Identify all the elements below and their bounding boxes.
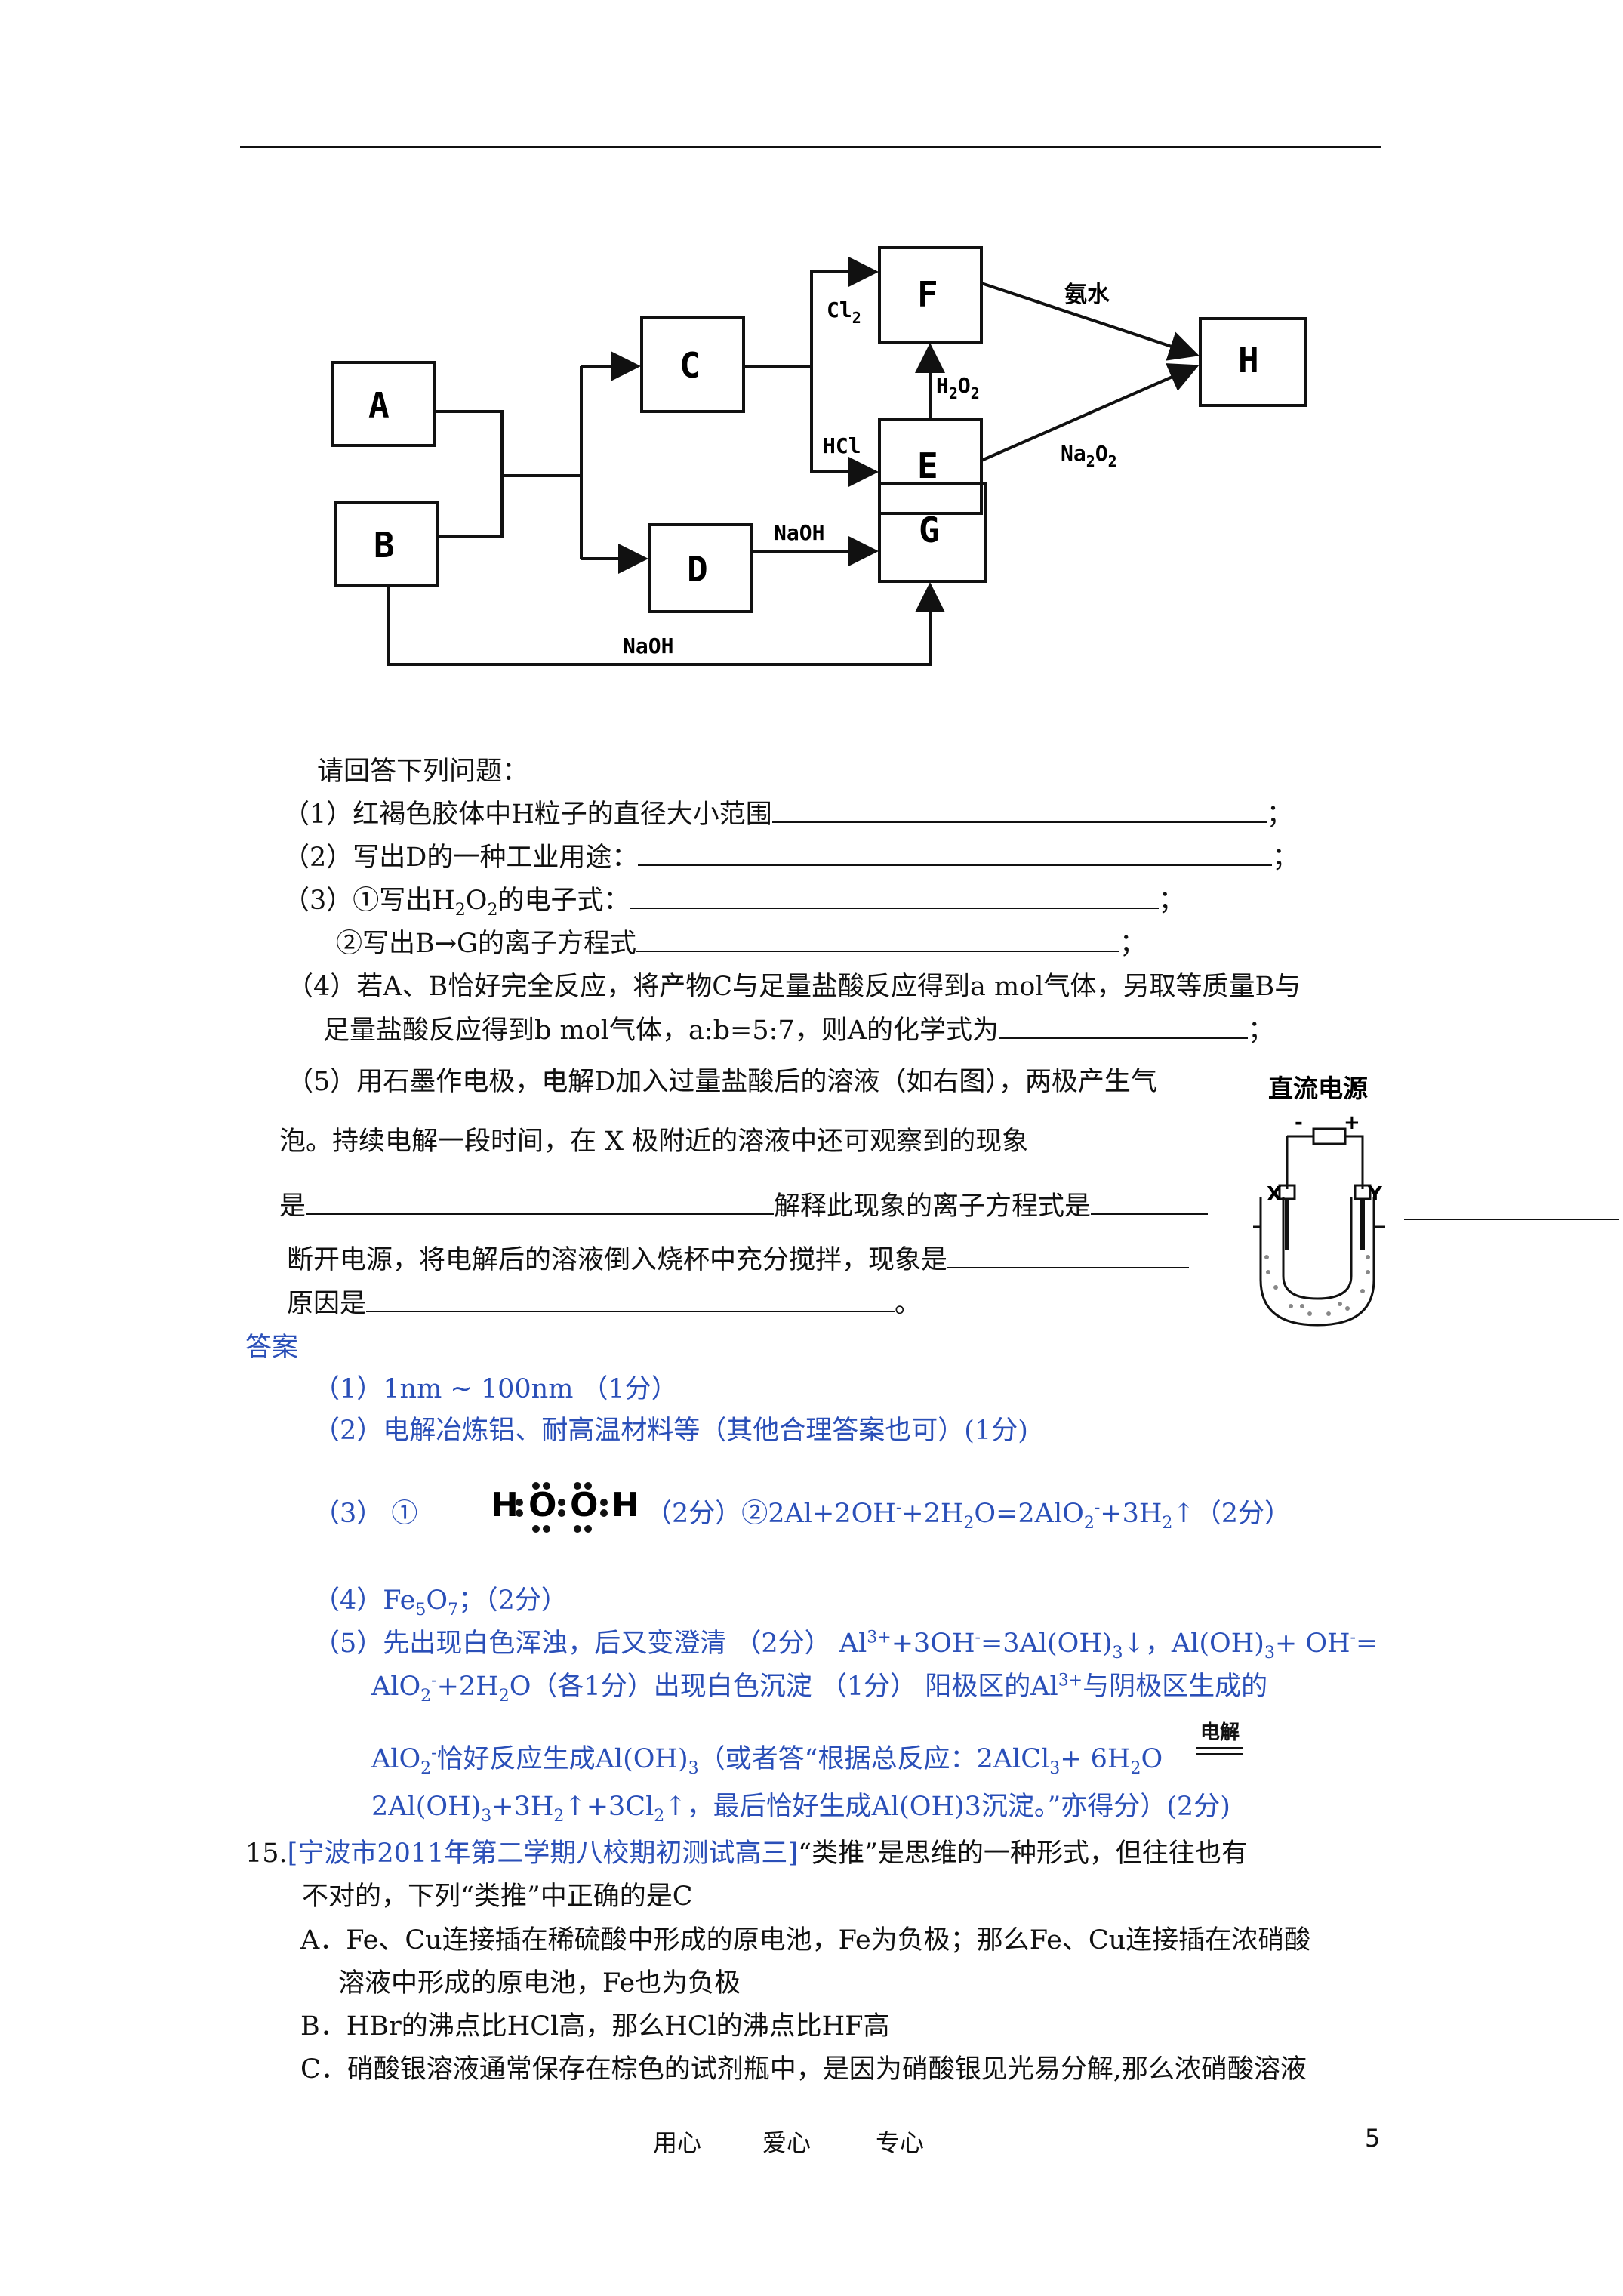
reaction-flow-diagram: A B C D F E G H Cl2 HCl H2O2 NaOH NaOH 氨… [331,246,1307,666]
box-f [878,246,983,344]
box-d-label: D [687,549,708,590]
box-g2 [878,482,987,583]
question-15-source: [宁波市2011年第二学期八校期初测试高三] [287,1838,799,1869]
box-d [648,523,753,613]
answer-2: （2）电解冶炼铝、耐高温材料等（其他合理答案也可）(1分) [313,1416,1028,1446]
answer-5-line3: AlO2-恰好反应生成Al(OH)3（或者答“根据总反应：2AlCl3+ 6H2… [371,1743,1163,1778]
box-e-label: E [917,445,938,486]
question-15-option-a-line1: A．Fe、Cu连接插在稀硫酸中形成的原电池，Fe为负极；那么Fe、Cu连接插在浓… [300,1925,1311,1955]
answer-heading: 答案 [245,1333,299,1363]
question-5-line4: 断开电源，将电解后的溶液倒入烧杯中充分搅拌，现象是 [287,1241,1190,1279]
box-b [334,501,439,587]
electrode-x-label: X [1267,1183,1282,1206]
box-h [1199,317,1307,407]
formula-h1: H [491,1486,519,1524]
answer-5-line1: （5）先出现白色浑浊，后又变澄清 （2分） Al3++3OH-=3Al(OH)3… [313,1628,1378,1663]
formula-h2: H [611,1486,639,1524]
answer-5-line4: 2Al(OH)3+3H2↑+3Cl2↑，最后恰好生成Al(OH)3沉淀。”亦得分… [371,1792,1230,1826]
question-15-option-c: C．硝酸银溶液通常保存在棕色的试剂瓶中，是因为硝酸银见光易分解,那么浓硝酸溶液 [300,2054,1307,2085]
edge-label-na2o2: Na2O2 [1061,441,1117,470]
page-number: 5 [1365,2124,1381,2153]
footer-motto-2: 爱心 [762,2128,812,2157]
question-4-line2: 足量盐酸反应得到b mol气体，a:b=5:7，则A的化学式为； [323,1012,1274,1049]
edge-label-cl2: Cl2 [827,297,861,327]
question-15-option-b: B．HBr的沸点比HCl高，那么HCl的沸点比HF高 [300,2011,890,2042]
question-5-line5: 原因是。 [287,1285,921,1323]
question-5-line3: 是解释此现象的离子方程式是 [279,1188,1209,1225]
question-5-line1: （5）用石墨作电极，电解D加入过量盐酸后的溶液（如右图），两极产生气 [287,1067,1157,1097]
question-3a: （3）①写出H2O2的电子式：； [283,882,1185,920]
edge-label-ammonia: 氨水 [1064,282,1110,308]
answer-3-rest: （2分）②2Al+2OH-+2H2O=2AlO2-+3H2↑（2分） [645,1498,1292,1533]
question-15-line2: 不对的，下列“类推”中正确的是C [302,1881,693,1912]
minus-sign: - [1295,1111,1303,1134]
question-1: （1）红褐色胶体中H粒子的直径大小范围； [283,796,1293,834]
formula-o2: O [570,1486,598,1524]
question-4-line1: （4）若A、B恰好完全反应，将产物C与足量盐酸反应得到a mol气体，另取等质量… [287,972,1301,1002]
edge-label-naoh-dg: NaOH [774,520,824,545]
electrolysis-cell-figure: 直流电源 - + X Y [1253,1074,1385,1327]
h2o2-electron-formula: H O O H [491,1482,639,1533]
box-g-label: G [919,510,940,550]
answer-3-prefix: （3） ① [313,1499,418,1529]
question-5-line2: 泡。持续电解一段时间，在 X 极附近的溶液中还可观察到的现象 [279,1126,1029,1157]
formula-o1: O [528,1486,556,1524]
answer-4: （4）Fe5O7；（2分） [313,1586,568,1620]
box-h-label: H [1238,340,1259,381]
edge-label-h2o2: H2O2 [936,373,980,402]
answer-1: （1）1nm ~ 100nm （1分） [313,1374,678,1404]
footer-motto-1: 用心 [653,2128,702,2157]
answer-5-line2: AlO2-+2H2O（各1分）出现白色沉淀 （1分） 阳极区的Al3+与阴极区生… [371,1671,1268,1706]
question-2: （2）写出D的一种工业用途：； [283,839,1298,877]
box-c-label: C [679,345,701,386]
header-rule [240,146,1381,148]
footer-motto-3: 专心 [876,2128,925,2157]
box-a [331,361,436,447]
electrode-y-label: Y [1367,1183,1383,1206]
question-15-option-a-line2: 溶液中形成的原电池，Fe也为负极 [338,1968,741,1999]
questions-intro: 请回答下列问题： [317,757,529,787]
box-f-label: F [917,274,938,315]
plus-sign: + [1344,1111,1360,1134]
box-a-label: A [368,385,390,426]
question-3b: ②写出B→G的离子方程式； [336,925,1146,963]
edge-label-hcl: HCl [823,433,861,458]
dc-power-label: 直流电源 [1268,1074,1368,1103]
condition-label: 电解 [1200,1721,1240,1744]
box-c [640,316,745,413]
question-5-blank-right [1404,1219,1619,1220]
question-15-line1: 15.[宁波市2011年第二学期八校期初测试高三]“类推”是思维的一种形式，但往… [245,1838,1248,1869]
edge-label-naoh-bg: NaOH [623,633,673,658]
box-b-label: B [374,525,395,566]
electrolysis-condition: 电解 [1196,1721,1243,1755]
